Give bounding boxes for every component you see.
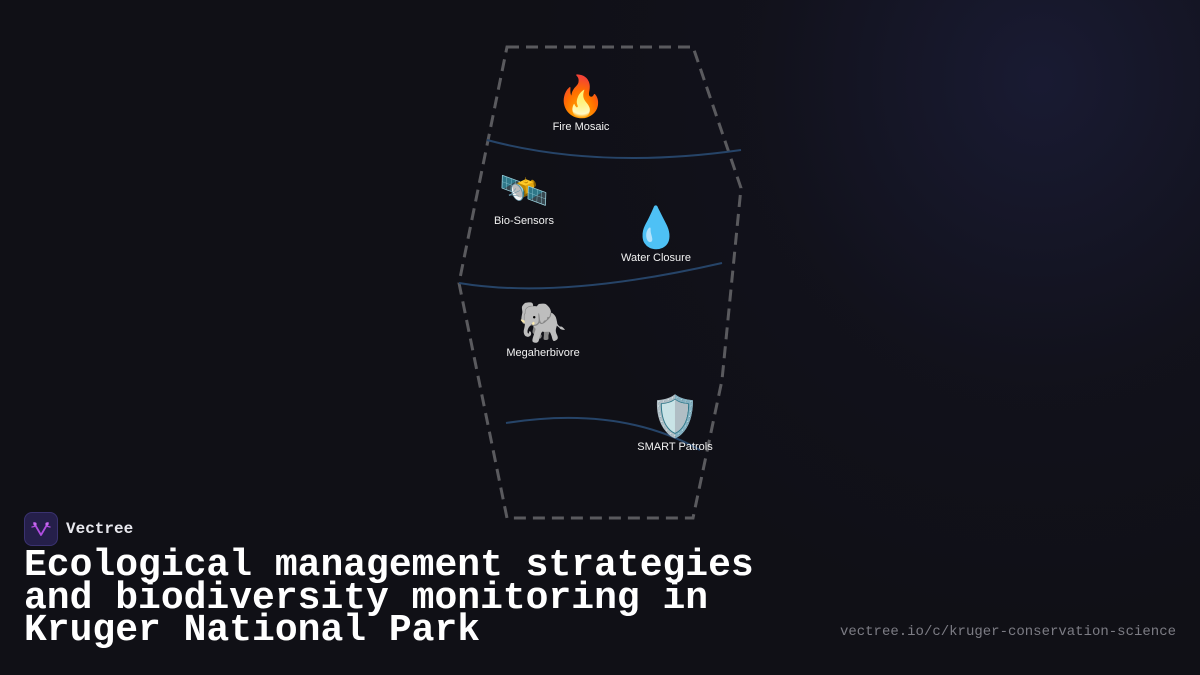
page-title: Ecological management strategies and bio… bbox=[24, 544, 754, 652]
shield-icon: 🛡️ bbox=[650, 395, 700, 439]
zone-divider-2 bbox=[458, 262, 723, 290]
brand-name: Vectree bbox=[66, 520, 134, 538]
node-label: Bio-Sensors bbox=[494, 215, 554, 227]
park-outline bbox=[457, 45, 743, 520]
node-label: Megaherbivore bbox=[506, 347, 580, 359]
satellite-icon: 🛰️ bbox=[499, 169, 549, 213]
node-label: Fire Mosaic bbox=[552, 121, 610, 133]
source-url[interactable]: vectree.io/c/kruger-conservation-science bbox=[839, 624, 1176, 640]
node-megaherbivore[interactable]: 🐘 Megaherbivore bbox=[506, 300, 579, 359]
vectree-branch-logo-icon bbox=[24, 512, 58, 546]
node-smart-patrols[interactable]: 🛡️ SMART Patrols bbox=[637, 394, 712, 453]
brand: Vectree bbox=[24, 512, 133, 546]
water-drop-icon: 💧 bbox=[631, 206, 681, 250]
node-label: Water Closure bbox=[621, 252, 691, 264]
elephant-icon: 🐘 bbox=[518, 301, 568, 345]
node-label: SMART Patrols bbox=[637, 441, 713, 453]
river-line bbox=[505, 416, 701, 451]
node-water-closure[interactable]: 💧 Water Closure bbox=[621, 205, 691, 264]
fire-icon: 🔥 bbox=[556, 75, 606, 119]
node-bio-sensors[interactable]: 🛰️ Bio-Sensors bbox=[494, 168, 554, 227]
node-fire-mosaic[interactable]: 🔥 Fire Mosaic bbox=[553, 74, 610, 133]
zone-divider-1 bbox=[486, 139, 742, 159]
